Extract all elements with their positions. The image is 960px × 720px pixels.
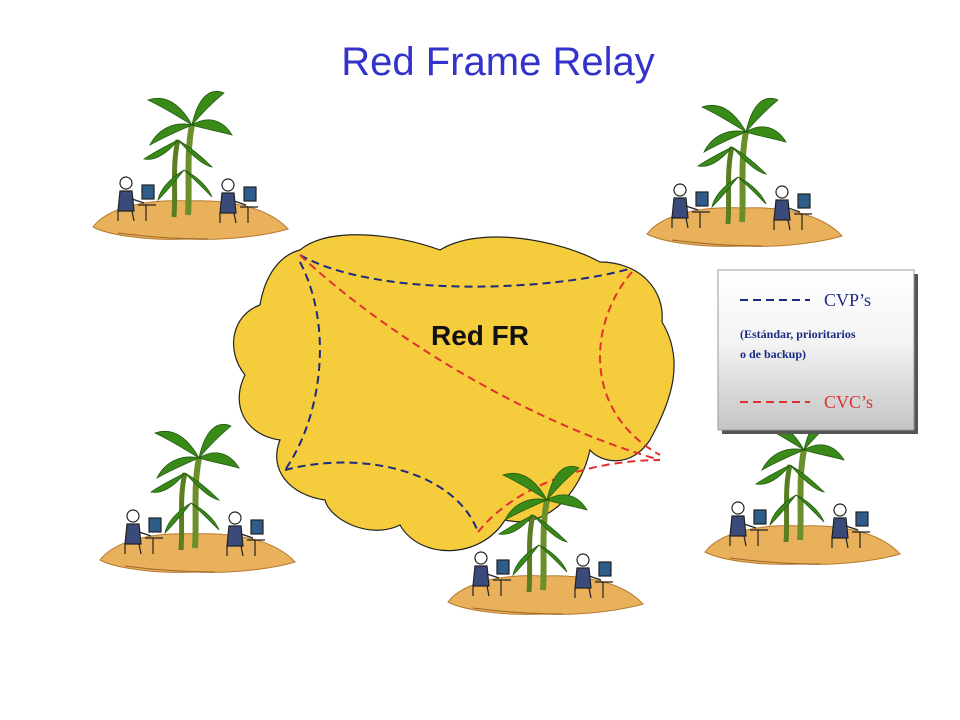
legend-cvc-label: CVC’s bbox=[824, 392, 873, 412]
legend-cvp-note-2: o de backup) bbox=[740, 347, 806, 361]
page-title: Red Frame Relay bbox=[341, 40, 655, 84]
cvc-links bbox=[299, 254, 661, 533]
legend-cvp-label: CVP’s bbox=[824, 290, 871, 310]
island-site-icon bbox=[647, 98, 842, 246]
cvp-links bbox=[284, 254, 633, 533]
legend: CVP’s (Estándar, prioritarios o de backu… bbox=[717, 269, 918, 434]
island-site-icon bbox=[705, 416, 900, 564]
frame-relay-cloud bbox=[232, 234, 675, 552]
island-site-icon bbox=[93, 91, 288, 239]
legend-cvp-note-1: (Estándar, prioritarios bbox=[740, 327, 856, 341]
island-site-icon bbox=[100, 424, 295, 572]
cloud-label: Red FR bbox=[431, 320, 529, 351]
